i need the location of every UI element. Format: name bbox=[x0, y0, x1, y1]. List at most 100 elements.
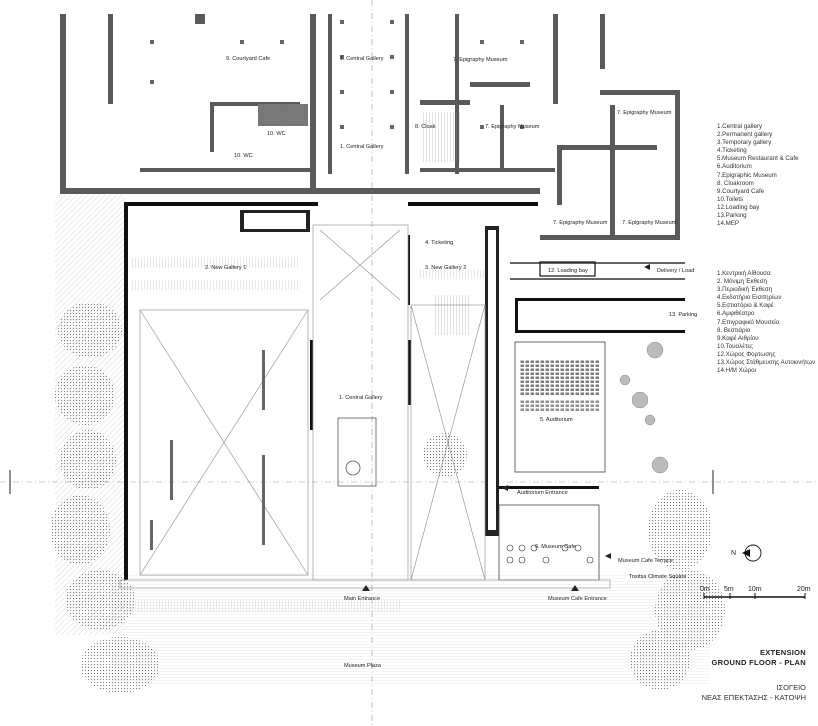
plaza-paving bbox=[110, 575, 710, 685]
legend-en-item: 8. Cloakroom bbox=[717, 179, 754, 187]
existing-wall-ext-1 bbox=[600, 90, 680, 95]
legend-en-item: 7.Epigraphic Museum bbox=[717, 171, 777, 179]
legend-en-item: 13.Parking bbox=[717, 212, 747, 220]
legend-gr-item: 2. Μόνιμη Έκθεση bbox=[717, 278, 767, 286]
cafe-entrance-arrow bbox=[571, 585, 579, 591]
loading-enclosure bbox=[539, 261, 596, 277]
plaza-steps bbox=[120, 600, 400, 612]
title-gr-line-2: ΝΕΑΣ ΕΠΕΚΤΑΣΗΣ - ΚΑΤΟΨΗ bbox=[701, 693, 806, 702]
legend-en-item: 9.Courtyard Cafe bbox=[717, 187, 765, 195]
loading-wall bbox=[510, 262, 685, 264]
existing-wall-inner-10 bbox=[210, 102, 214, 152]
extension-north-wall-b bbox=[408, 202, 538, 206]
existing-wall-inner-8 bbox=[600, 14, 605, 69]
label-museum-cafe-terrace: Museum Cafe Terrace bbox=[618, 558, 673, 564]
legend-gr-item: 9.Καφέ Αιθρίου bbox=[717, 334, 759, 342]
gallery-ramp-2 bbox=[130, 280, 300, 290]
extension-east-wall bbox=[124, 202, 128, 580]
label-epigraphy-museum-4: 7. Epigraphy Museum bbox=[553, 220, 608, 226]
label-parking: 13. Parking bbox=[669, 312, 697, 318]
label-tositsa-square: Tositsa Climate Square bbox=[629, 574, 687, 580]
label-epigraphy-museum-1: 7. Epigraphy Museum bbox=[453, 57, 508, 63]
existing-wall-inner-6 bbox=[455, 14, 459, 174]
existing-wall-south bbox=[60, 188, 540, 194]
loading-wall-2 bbox=[510, 278, 685, 280]
gallery-wall-2 bbox=[408, 235, 410, 305]
label-new-gallery-1: 2. New Gallery 1 bbox=[205, 265, 246, 271]
existing-wall-inner-3 bbox=[310, 14, 316, 189]
cloak-racks bbox=[422, 112, 460, 162]
extension-north-wall-a bbox=[124, 202, 318, 206]
terrace-arrow bbox=[605, 553, 611, 559]
label-epigraphy-museum-3: 7. Epigraphy Museum bbox=[485, 124, 540, 130]
existing-wall-ext-3 bbox=[557, 145, 657, 150]
existing-wall-inner-4 bbox=[328, 14, 332, 174]
auditorium-entrance-arrow bbox=[502, 485, 508, 491]
central-stair bbox=[435, 295, 470, 335]
existing-wall-ext-4 bbox=[557, 145, 562, 205]
existing-wall-inner-13 bbox=[420, 100, 470, 105]
north-label: N bbox=[731, 550, 737, 557]
new-gallery-1-floor bbox=[139, 309, 309, 576]
auditorium-entrance-bar bbox=[499, 486, 599, 489]
cafe-box bbox=[498, 504, 600, 581]
parking-wall-end bbox=[515, 298, 518, 333]
plan-labels: 9. Courtyard Cafe 1. Central Gallery 7. … bbox=[205, 56, 697, 669]
existing-wall-ext-6 bbox=[540, 235, 680, 240]
scale-bar bbox=[703, 593, 806, 599]
exhibit-panel-1 bbox=[262, 350, 265, 410]
existing-wall-inner-5 bbox=[405, 14, 409, 174]
legend-en-item: 3.Temporary gallery bbox=[717, 139, 772, 147]
label-courtyard-cafe: 9. Courtyard Cafe bbox=[226, 56, 270, 62]
legend-gr-item: 13.Χώρος Στάθμευσης Αυτοκινήτων bbox=[717, 359, 816, 367]
legend-gr-item: 12.Χώρος Φορτωσης bbox=[717, 350, 776, 358]
scale-label-5: 5m bbox=[724, 586, 734, 593]
existing-wall-inner-9 bbox=[210, 102, 300, 106]
label-loading-bay: 12. Loading bay bbox=[548, 268, 588, 274]
title-gr-line-1: ΙΣΟΓΕΙΟ bbox=[776, 683, 806, 692]
wc-core-inner bbox=[244, 213, 306, 229]
label-wc-left: 10. WC bbox=[234, 153, 253, 159]
legend-en-item: 6.Auditorium bbox=[717, 163, 752, 171]
trees-east bbox=[50, 302, 160, 693]
label-central-gallery-3: 1. Central Gallery bbox=[339, 395, 383, 401]
trees-west bbox=[630, 490, 725, 690]
exhibit-panel-3 bbox=[170, 440, 173, 500]
label-museum-cafe: 6. Museum Cafe bbox=[535, 544, 576, 550]
label-epigraphy-museum-2: 7. Epigraphy Museum bbox=[617, 110, 672, 116]
scale-label-0: 0m bbox=[700, 586, 710, 593]
label-auditorium-entrance: Auditorium Entrance bbox=[517, 490, 568, 496]
legend-en-item: 1.Central gallery bbox=[717, 123, 763, 130]
legend-en-item: 12.Loading bay bbox=[717, 203, 760, 211]
central-gallery-round-exhibit bbox=[345, 460, 361, 476]
legend-gr-item: 8. Βεστιάριο bbox=[717, 326, 751, 334]
small-trees bbox=[619, 341, 669, 474]
auditorium-seats bbox=[520, 360, 600, 395]
existing-wall-ext-5 bbox=[610, 105, 615, 240]
legend-gr-item: 6.Αμφιθέατρο bbox=[717, 310, 755, 318]
legend-en-item: 2.Permanent gallery bbox=[717, 131, 773, 139]
central-gallery-exhibit bbox=[337, 417, 377, 487]
existing-wall-ext-2 bbox=[675, 90, 680, 240]
gallery-ramp-1 bbox=[130, 258, 300, 268]
north-arrow-icon bbox=[742, 549, 750, 557]
label-auditorium: 5. Auditorium bbox=[540, 417, 573, 423]
exhibit-panel-2 bbox=[262, 455, 265, 545]
parking-wall-bottom bbox=[515, 330, 685, 333]
label-ticketing: 4. Ticketing bbox=[425, 240, 453, 246]
gallery-ramp-3 bbox=[420, 270, 484, 278]
label-central-gallery-2: 1. Central Gallery bbox=[340, 144, 384, 150]
legend-gr-item: 4.Εκδοτήριο Εισιτηρίων bbox=[717, 294, 782, 302]
sheet-title-english: EXTENSION GROUND FLOOR - PLAN bbox=[712, 648, 806, 668]
existing-wall-inner-16 bbox=[500, 105, 504, 170]
label-museum-cafe-entrance: Museum Cafe Entrance bbox=[548, 596, 607, 602]
label-main-entrance: Main Entrance bbox=[344, 596, 380, 602]
label-epigraphy-museum-5: 7. Epigraphy Museum bbox=[622, 220, 677, 226]
existing-wall-inner-1 bbox=[108, 14, 113, 104]
existing-columns bbox=[150, 20, 524, 129]
existing-wall-inner-14 bbox=[470, 82, 530, 87]
legend-gr-item: 14.Η/Μ Χώροι bbox=[717, 367, 756, 375]
